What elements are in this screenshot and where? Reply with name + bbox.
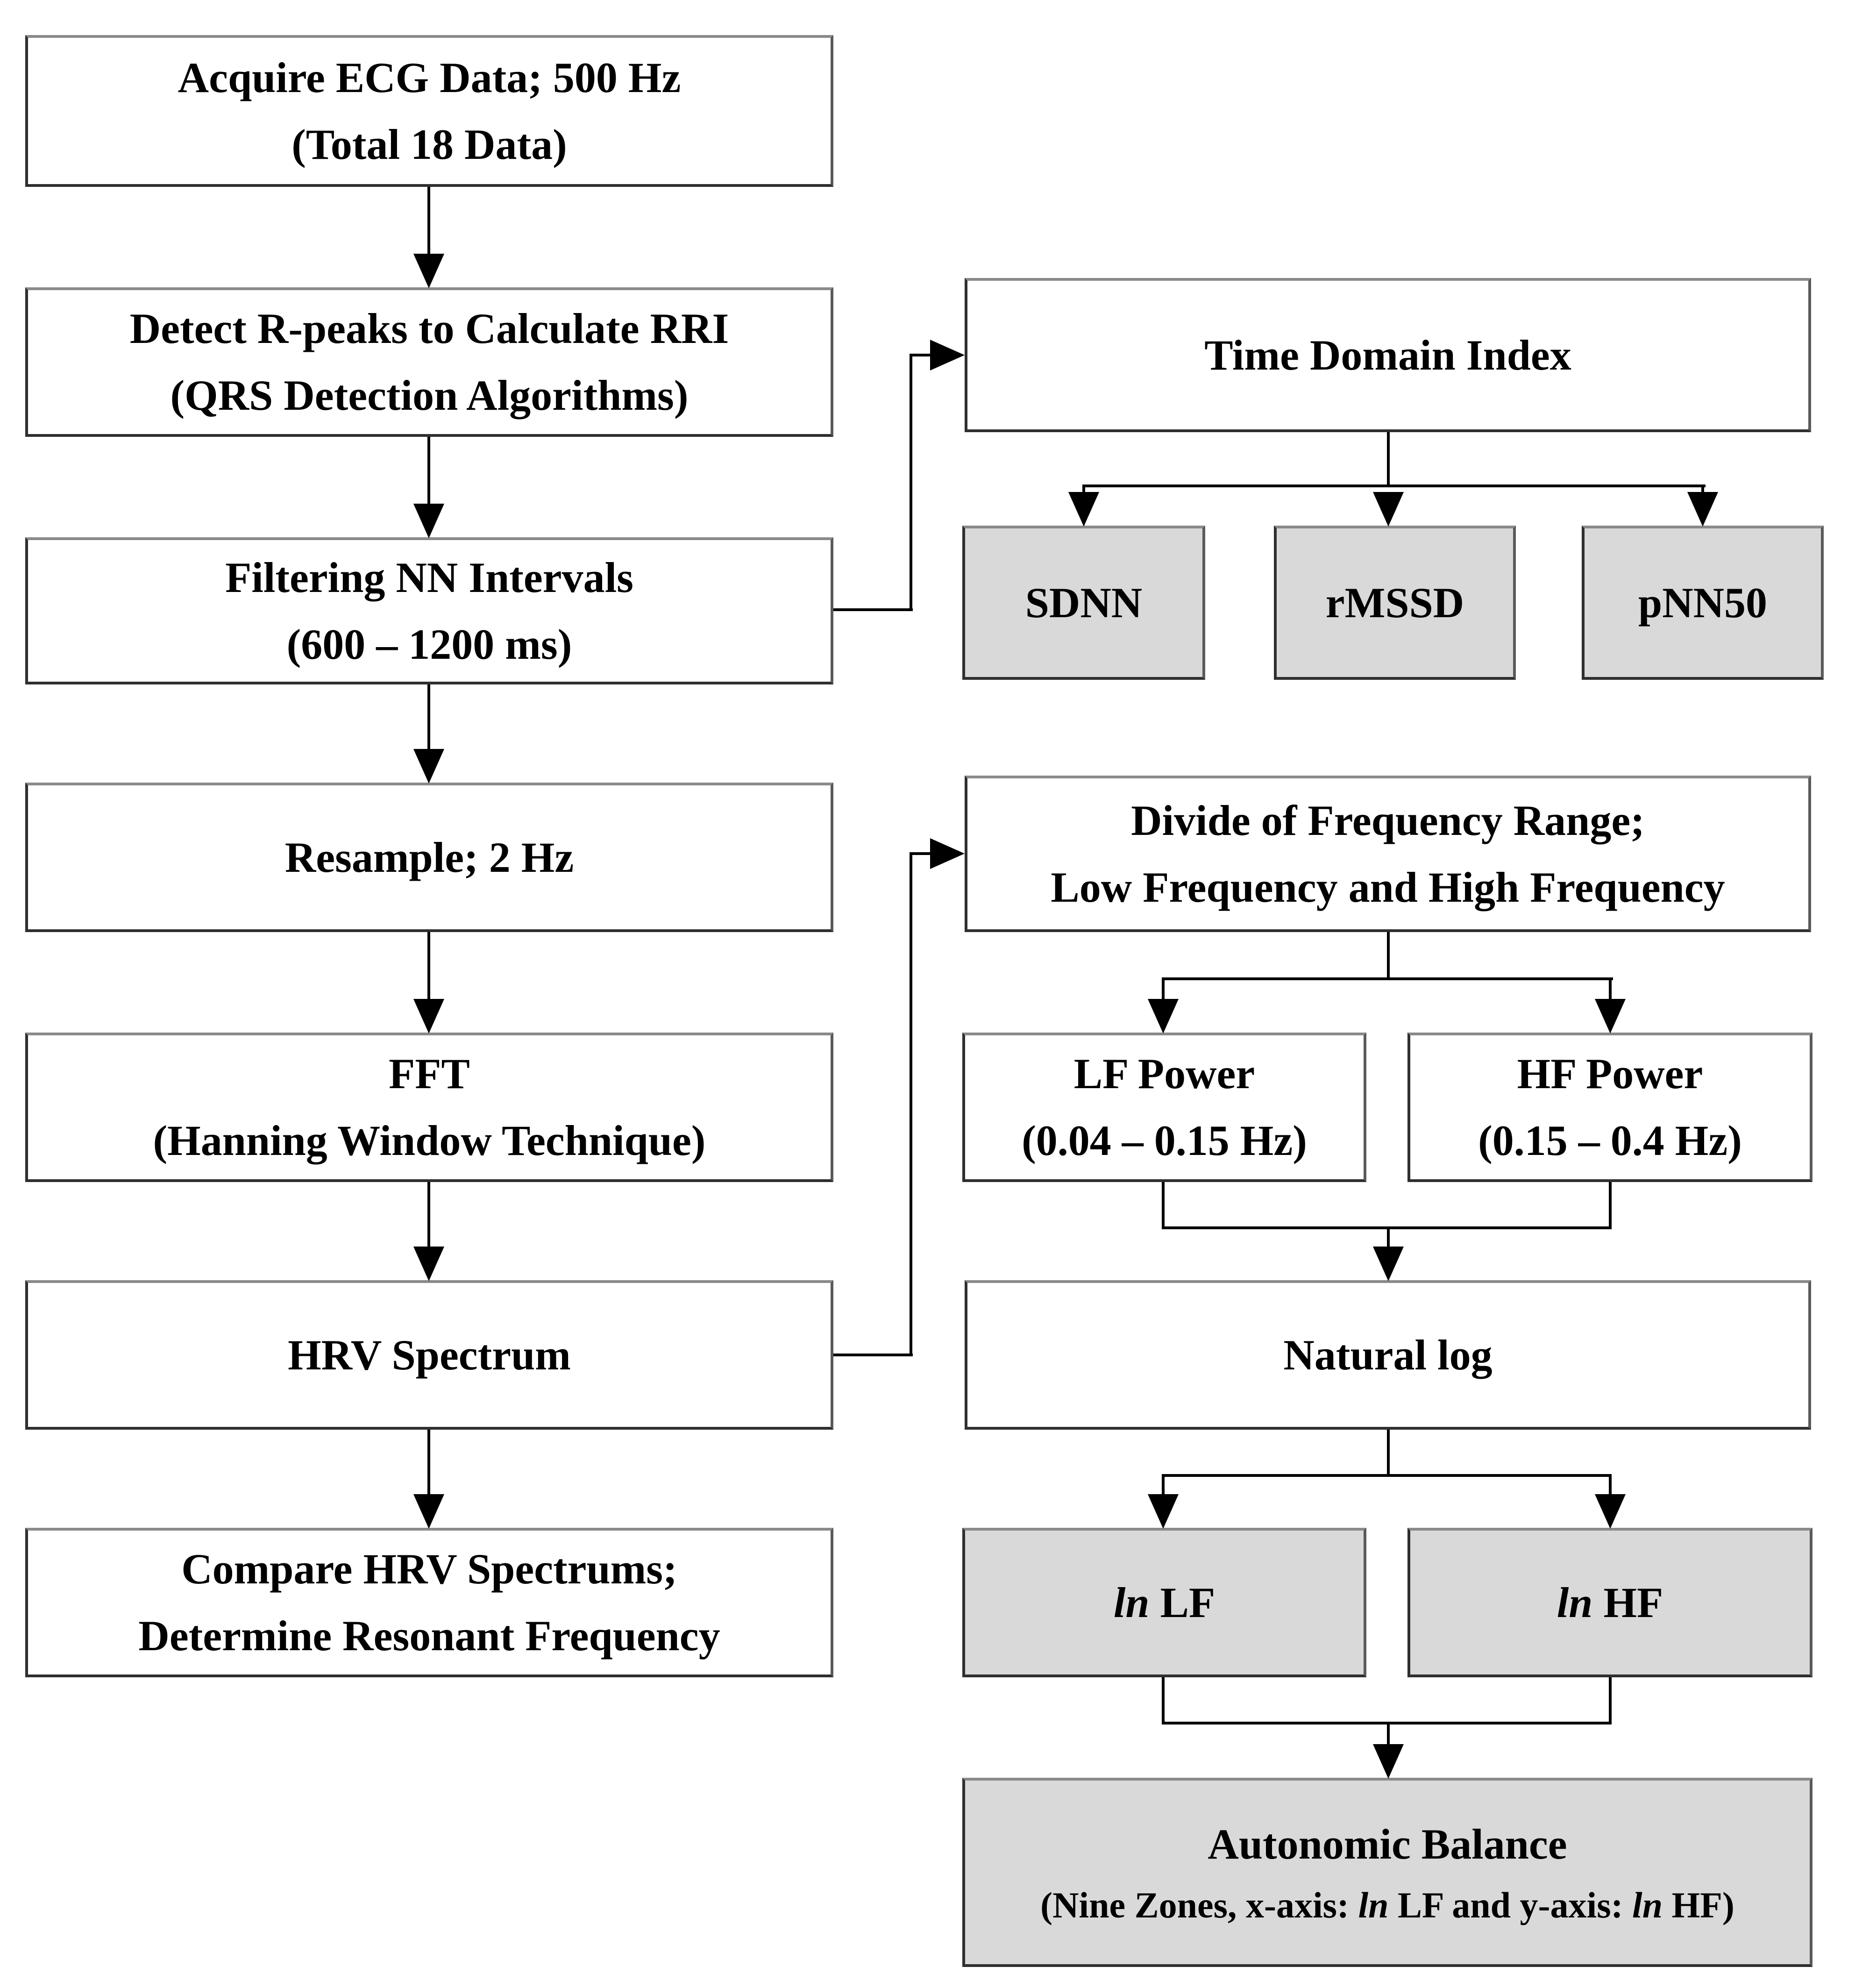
box-acquire-ecg: Acquire ECG Data; 500 Hz (Total 18 Data) [25,35,833,187]
box-compare-line1: Compare HRV Spectrums; [181,1545,677,1593]
box-rmssd: rMSSD [1274,526,1516,680]
connector-resample-fft-line [427,932,430,1000]
arrowhead-divide-hf [1595,999,1626,1033]
connector-fft-hrv-line [427,1182,430,1247]
box-divide-line2: Low Frequency and High Frequency [1051,863,1725,911]
box-hf-power: HF Power (0.15 – 0.4 Hz) [1407,1033,1812,1182]
box-compare-line2: Determine Resonant Frequency [138,1612,720,1660]
connector-lnhf-merge-v [1609,1677,1612,1724]
connector-filtering-resample-line [427,684,430,750]
box-filtering-line1: Filtering NN Intervals [225,553,633,601]
connector-hrv-divide-h1 [833,1354,913,1356]
box-acquire-line2: (Total 18 Data) [291,120,567,168]
connector-ln-merge-h [1162,1722,1612,1724]
box-sdnn-line1: SDNN [1025,578,1143,627]
connector-filtering-tdi-h1 [833,608,913,611]
box-lf-power: LF Power (0.04 – 0.15 Hz) [962,1033,1366,1182]
box-hf-power-line2: (0.15 – 0.4 Hz) [1478,1117,1742,1164]
connector-natlog-split-v [1387,1430,1390,1477]
box-filtering-line2: (600 – 1200 ms) [286,620,572,668]
arrowhead-tdi-rmssd [1373,492,1404,527]
box-hrv-spectrum-line1: HRV Spectrum [288,1331,571,1379]
arrowhead-resample-fft [413,999,444,1033]
box-ln-lf-line1: ln LF [1113,1578,1215,1626]
arrowhead-hrv-compare [413,1494,444,1529]
connector-acquire-detect-line [427,187,430,255]
connector-divide-split-h [1162,977,1613,980]
connector-lnlf-merge-v [1162,1677,1165,1724]
connector-hrv-divide-v [910,852,912,1356]
box-hrv-spectrum: HRV Spectrum [25,1280,833,1430]
box-resample-line1: Resample; 2 Hz [284,833,574,881]
box-time-domain-index: Time Domain Index [965,278,1811,432]
connector-divide-split-v [1387,932,1390,980]
box-ln-hf-line1: ln HF [1556,1578,1663,1626]
arrowhead-natlog-lnhf [1595,1494,1626,1529]
arrowhead-merge-autonomic [1373,1744,1404,1779]
connector-detect-filtering-line [427,437,430,505]
connector-filtering-tdi-v [910,354,912,611]
arrowhead-detect-filtering [413,504,444,538]
box-resample: Resample; 2 Hz [25,783,833,932]
connector-natlog-lnhf-stub [1609,1475,1612,1496]
box-autonomic-line2: (Nine Zones, x-axis: ln LF and y-axis: l… [1040,1885,1734,1926]
connector-hf-merge-v [1609,1182,1612,1229]
connector-tdi-pnn50-stub [1701,486,1704,495]
box-detect-line1: Detect R-peaks to Calculate RRI [129,305,729,353]
box-rmssd-line1: rMSSD [1325,578,1464,627]
connector-filtering-tdi-h2 [910,354,938,356]
connector-lf-merge-v [1162,1182,1165,1229]
arrowhead-merge-natlog [1373,1247,1404,1281]
connector-merge-natlog-stub [1387,1226,1390,1249]
box-sdnn: SDNN [962,526,1205,680]
box-detect-line2: (QRS Detection Algorithms) [170,371,689,419]
box-autonomic-balance: Autonomic Balance (Nine Zones, x-axis: l… [962,1778,1812,1967]
box-ln-hf: ln HF [1407,1528,1812,1677]
box-time-domain-line1: Time Domain Index [1204,331,1571,379]
arrowhead-fft-hrv [413,1247,444,1281]
connector-tdi-split-h [1082,485,1706,487]
box-lf-power-line2: (0.04 – 0.15 Hz) [1022,1117,1307,1164]
box-natural-log-line1: Natural log [1283,1331,1493,1379]
box-pnn50: pNN50 [1582,526,1824,680]
box-pnn50-line1: pNN50 [1638,578,1768,627]
connector-natlog-lnlf-stub [1162,1475,1165,1496]
connector-power-merge-h [1162,1226,1612,1229]
arrowhead-acquire-detect [413,254,444,288]
connector-hrv-divide-h2 [910,852,938,855]
connector-natlog-split-h [1162,1474,1612,1477]
arrowhead-tdi-sdnn [1068,492,1099,527]
box-fft-line2: (Hanning Window Technique) [153,1117,706,1164]
box-ln-lf: ln LF [962,1528,1366,1677]
arrowhead-tdi-pnn50 [1687,492,1718,527]
arrowhead-divide-lf [1148,999,1179,1033]
box-compare-spectrums: Compare HRV Spectrums; Determine Resonan… [25,1528,833,1677]
connector-tdi-sdnn-stub [1082,486,1085,495]
box-detect-rpeaks: Detect R-peaks to Calculate RRI (QRS Det… [25,287,833,437]
connector-hrv-compare-line [427,1430,430,1495]
connector-divide-lf-stub [1162,979,1165,1001]
arrowhead-filtering-tdi [930,340,965,371]
box-fft: FFT (Hanning Window Technique) [25,1033,833,1182]
box-lf-power-line1: LF Power [1073,1050,1255,1098]
box-acquire-line1: Acquire ECG Data; 500 Hz [178,53,681,101]
connector-divide-hf-stub [1609,979,1612,1001]
box-filtering-nn: Filtering NN Intervals (600 – 1200 ms) [25,537,833,684]
arrowhead-natlog-lnlf [1148,1494,1179,1529]
connector-merge-autonomic-stub [1387,1722,1390,1744]
box-divide-line1: Divide of Frequency Range; [1131,796,1645,844]
box-autonomic-line1: Autonomic Balance [1208,1820,1567,1868]
box-hf-power-line1: HF Power [1517,1050,1703,1098]
box-fft-line1: FFT [389,1050,470,1098]
arrowhead-filtering-resample [413,749,444,784]
box-divide-frequency: Divide of Frequency Range; Low Frequency… [965,776,1811,932]
arrowhead-hrv-divide [930,838,965,869]
connector-tdi-split-v [1387,432,1390,487]
box-natural-log: Natural log [965,1280,1811,1430]
